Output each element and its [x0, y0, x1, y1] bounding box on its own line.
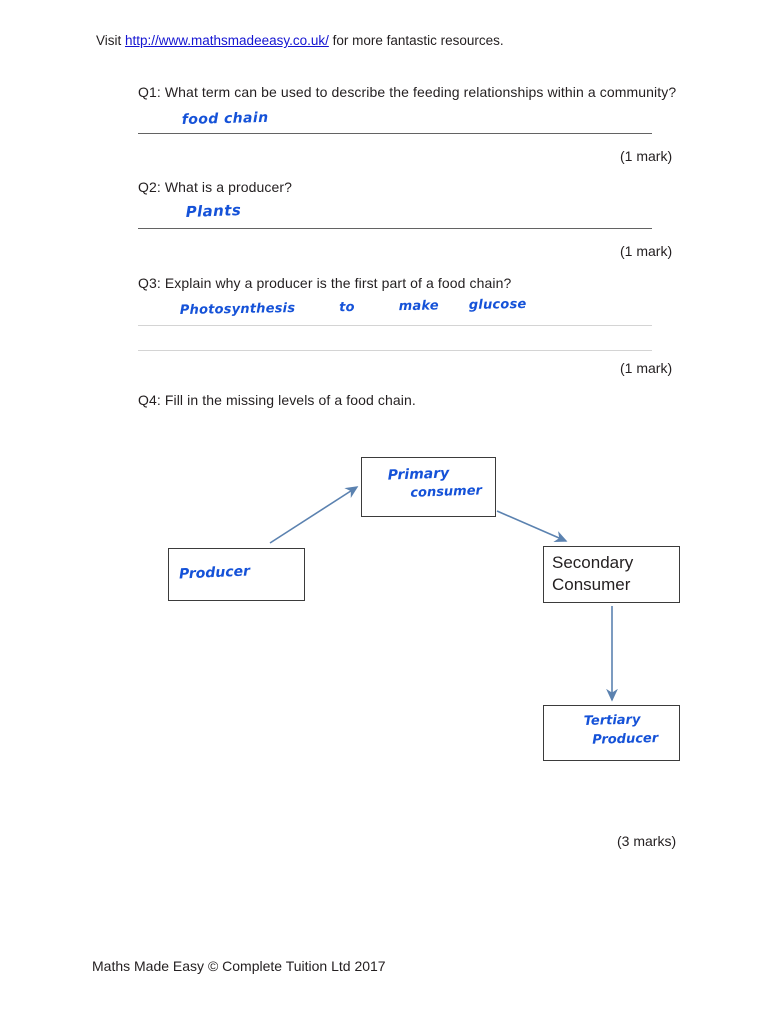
question-1-handwritten-answer: food chain [181, 109, 269, 128]
primary-line-2: consumer [410, 483, 483, 502]
question-3-handwritten-answer: Photosynthesis to make glucose [180, 297, 527, 318]
page-footer: Maths Made Easy © Complete Tuition Ltd 2… [92, 958, 386, 974]
q3-answer-word-1: Photosynthesis [179, 300, 296, 318]
question-3-answer-rule-1 [138, 325, 652, 326]
header-prefix: Visit [96, 33, 126, 48]
node-producer-handwritten-label: Producer [178, 563, 251, 583]
arrow-primary-to-secondary [496, 510, 568, 542]
tertiary-line-2: Producer [592, 730, 659, 748]
mathsmadeeasy-link[interactable]: http://www.mathsmadeeasy.co.uk/ [125, 33, 329, 48]
question-3-text: Q3: Explain why a producer is the first … [138, 275, 512, 291]
node-producer[interactable]: Producer [168, 548, 305, 601]
question-3-answer-rule-2 [138, 350, 652, 351]
arrow-producer-to-primary [269, 486, 359, 544]
tertiary-line-1: Tertiary [583, 712, 641, 729]
question-4-marks: (3 marks) [617, 833, 677, 849]
question-2-marks: (1 mark) [620, 243, 673, 259]
resource-header: Visit http://www.mathsmadeeasy.co.uk/ fo… [96, 33, 504, 48]
question-1-text: Q1: What term can be used to describe th… [138, 84, 677, 100]
question-3-marks: (1 mark) [620, 360, 673, 376]
primary-line-1: Primary [387, 465, 450, 484]
question-2-answer-rule [138, 228, 652, 229]
secondary-line-1: Secondary [552, 553, 634, 572]
question-4-text: Q4: Fill in the missing levels of a food… [138, 392, 416, 408]
q3-answer-word-3: make [398, 298, 439, 315]
q3-answer-word-2: to [339, 299, 355, 316]
header-suffix: for more fantastic resources. [328, 33, 504, 48]
secondary-line-2: Consumer [552, 575, 631, 595]
question-1-marks: (1 mark) [620, 148, 673, 164]
question-1-answer-rule [138, 133, 652, 134]
question-2-handwritten-answer: Plants [185, 201, 242, 221]
q3-answer-word-4: glucose [468, 296, 527, 313]
question-2-text: Q2: What is a producer? [138, 179, 293, 195]
